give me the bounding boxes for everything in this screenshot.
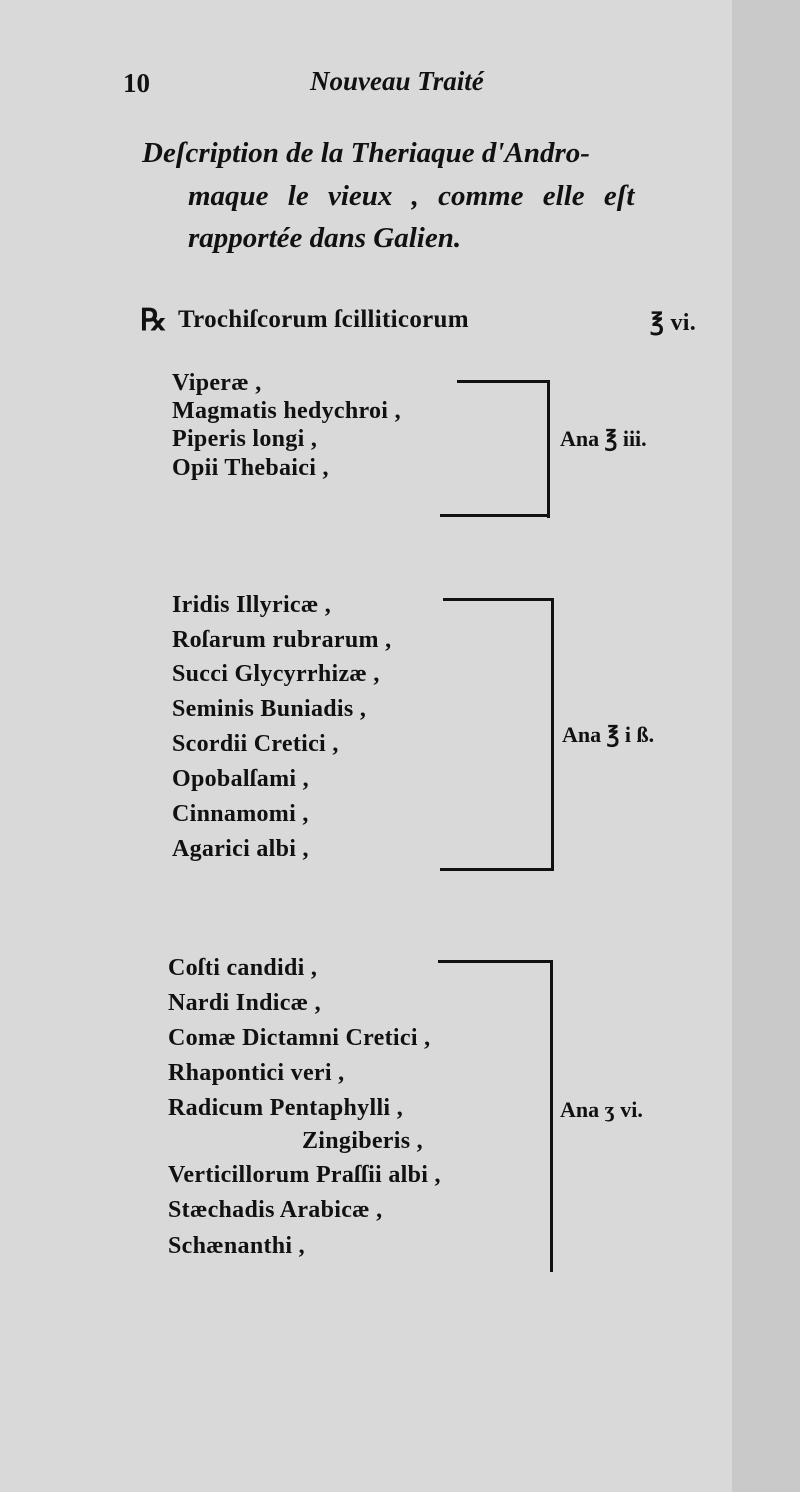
- list-item: Radicum Pentaphylli ,: [168, 1095, 403, 1121]
- list-item: Verticillorum Praſſii albi ,: [168, 1162, 441, 1188]
- bracket: [550, 960, 553, 1272]
- list-item: Seminis Buniadis ,: [172, 696, 367, 722]
- bracket-line: [457, 380, 549, 383]
- section-title-line-3: rapportée dans Galien.: [188, 222, 462, 254]
- page-number: 10: [123, 68, 150, 98]
- list-item: Zingiberis ,: [302, 1128, 423, 1154]
- list-item: Roſarum rubrarum ,: [172, 627, 392, 653]
- bracket-line: [440, 514, 548, 517]
- group-quantity: Ana ℥ i ß.: [562, 722, 655, 747]
- list-item: Coſti candidi ,: [168, 955, 318, 981]
- section-title-line-1: Deſcription de la Theriaque d'Andro-: [142, 137, 590, 169]
- bracket: [551, 598, 554, 871]
- recipe-ingredient: Trochiſcorum ſcilliticorum: [178, 306, 469, 333]
- group-quantity: Ana ʒ vi.: [560, 1097, 643, 1122]
- running-title: Nouveau Traité: [310, 66, 484, 96]
- section-title-line-2: maque le vieux , comme elle eſt: [188, 180, 635, 212]
- list-item: Viperæ ,: [172, 370, 262, 396]
- list-item: Comæ Dictamni Cretici ,: [168, 1025, 431, 1051]
- list-item: Cinnamomi ,: [172, 801, 309, 827]
- list-item: Rhapontici veri ,: [168, 1060, 345, 1086]
- list-item: Nardi Indicæ ,: [168, 990, 321, 1016]
- list-item: Scordii Cretici ,: [172, 731, 339, 757]
- bracket-line: [438, 960, 552, 963]
- list-item: Schænanthi ,: [168, 1233, 305, 1259]
- recipe-symbol: ℞: [140, 304, 167, 337]
- list-item: Agarici albi ,: [172, 836, 309, 862]
- list-item: Piperis longi ,: [172, 426, 318, 452]
- bracket: [547, 380, 550, 518]
- page-edge: [732, 0, 800, 1492]
- recipe-quantity: ℥ vi.: [650, 310, 697, 336]
- list-item: Stæchadis Arabicæ ,: [168, 1197, 383, 1223]
- list-item: Iridis Illyricæ ,: [172, 592, 332, 618]
- bracket-line: [443, 598, 553, 601]
- list-item: Magmatis hedychroi ,: [172, 398, 401, 424]
- list-item: Opii Thebaici ,: [172, 455, 329, 481]
- list-item: Succi Glycyrrhizæ ,: [172, 661, 380, 687]
- bracket-line: [440, 868, 552, 871]
- list-item: Opobalſami ,: [172, 766, 309, 792]
- group-quantity: Ana ℥ iii.: [560, 426, 647, 451]
